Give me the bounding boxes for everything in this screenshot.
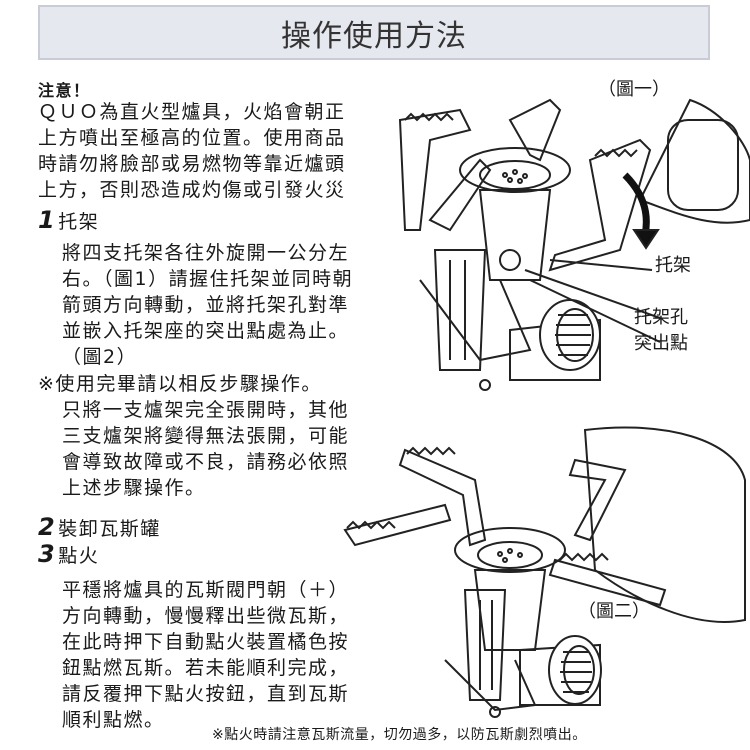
step-1-line: 箭頭方向轉動，並將托架孔對準 (62, 294, 350, 316)
step-1-line: 右。（圖1）請握住托架並同時朝 (62, 268, 354, 290)
step-3-line: 鈕點燃瓦斯。若未能順利完成， (62, 657, 350, 679)
figure-1-label: （圖一） (598, 79, 670, 100)
step-title: 托架 (58, 211, 100, 233)
note-line: 只將一支爐架完全張開時，其他 (62, 399, 350, 421)
callout-bracket-hole: 托架孔 (634, 307, 688, 328)
step-3-line: 順利點燃。 (62, 709, 165, 731)
note-line: 上述步驟操作。 (62, 477, 206, 499)
step-title: 點火 (58, 545, 100, 567)
warning-line: ＱＵＯ為直火型爐具，火焰會朝正 (38, 101, 346, 123)
warning-line: 上方，否則恐造成灼傷或引發火災 (38, 179, 346, 201)
step-number: 3 (38, 540, 57, 568)
callout-bracket: 托架 (655, 255, 691, 276)
warning-heading: 注意！ (38, 81, 91, 100)
step-1-line: （圖2） (62, 346, 138, 368)
figure-1-stove-illustration (398, 98, 750, 391)
page-title: 操作使用方法 (281, 18, 467, 54)
step-number: 2 (38, 513, 57, 541)
warning-line: 時請勿將臉部或易燃物等靠近爐頭 (38, 153, 346, 175)
step-3-line: 平穩將爐具的瓦斯閥門朝（＋） (62, 579, 350, 601)
figure-2-stove-illustration (343, 426, 746, 718)
note-line: 三支爐架將變得無法張開，可能 (62, 425, 350, 447)
step-3-line: 方向轉動，慢慢釋出些微瓦斯， (62, 605, 350, 627)
note-line: 會導致故障或不良，請務必依照 (62, 451, 350, 473)
step-3-line: 在此時押下自動點火裝置橘色按 (62, 631, 350, 653)
figure-2-label: （圖二） (578, 601, 650, 622)
step-3-line: 請反覆押下點火按鈕，直到瓦斯 (62, 683, 350, 705)
footnote: ※點火時請注意瓦斯流量，切勿過多，以防瓦斯劇烈噴出。 (212, 727, 587, 743)
step-title: 裝卸瓦斯罐 (58, 518, 161, 540)
callout-protrusion: 突出點 (634, 333, 688, 354)
note-first: ※使用完畢請以相反步驟操作。 (38, 373, 322, 395)
step-number: 1 (38, 206, 57, 234)
warning-line: 上方噴出至極高的位置。使用商品 (38, 127, 346, 149)
step-1-line: 並嵌入托架座的突出點處為止。 (62, 320, 350, 342)
page-title-banner: 操作使用方法 (38, 5, 710, 60)
step-1-line: 將四支托架各往外旋開一公分左 (62, 242, 350, 264)
